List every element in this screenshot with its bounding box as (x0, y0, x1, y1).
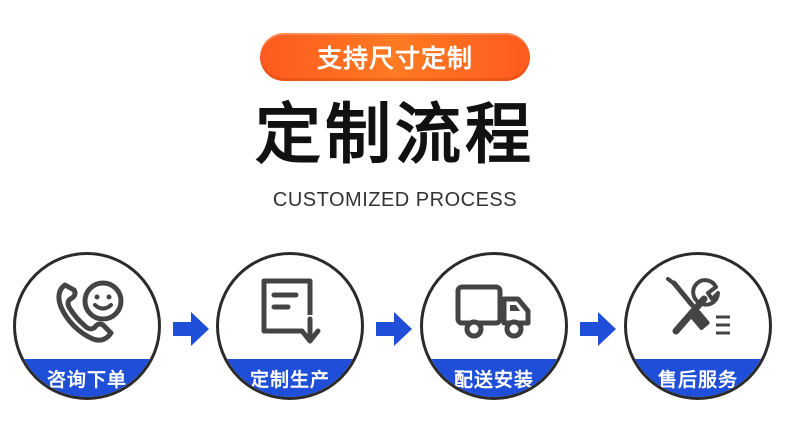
document-download-icon (261, 278, 321, 344)
step-label: 定制生产 (249, 369, 330, 391)
step-custom-production: 定制生产 (216, 252, 364, 400)
step-label: 配送安装 (453, 369, 534, 391)
arrow-right-icon (580, 312, 616, 346)
step-label: 售后服务 (657, 369, 738, 391)
step-band: 定制生产 (219, 359, 361, 397)
wrench-screwdriver-icon (666, 277, 730, 335)
step-label: 咨询下单 (46, 369, 127, 391)
arrow-right-icon (376, 312, 412, 346)
phone-smile-icon (56, 280, 124, 343)
truck-icon (455, 284, 531, 339)
step-delivery-install: 配送安装 (420, 252, 568, 400)
arrow-right-icon (173, 312, 209, 346)
step-band: 咨询下单 (16, 359, 158, 397)
step-band: 配送安装 (423, 359, 565, 397)
page-subtitle: CUSTOMIZED PROCESS (272, 189, 518, 211)
step-band: 售后服务 (627, 359, 769, 397)
step-after-sales: 售后服务 (624, 252, 772, 400)
custom-size-badge: 支持尺寸定制 (260, 33, 530, 81)
page-title: 定制流程 (255, 96, 535, 173)
step-consult-order: 咨询下单 (13, 252, 161, 400)
badge-label: 支持尺寸定制 (316, 44, 473, 73)
